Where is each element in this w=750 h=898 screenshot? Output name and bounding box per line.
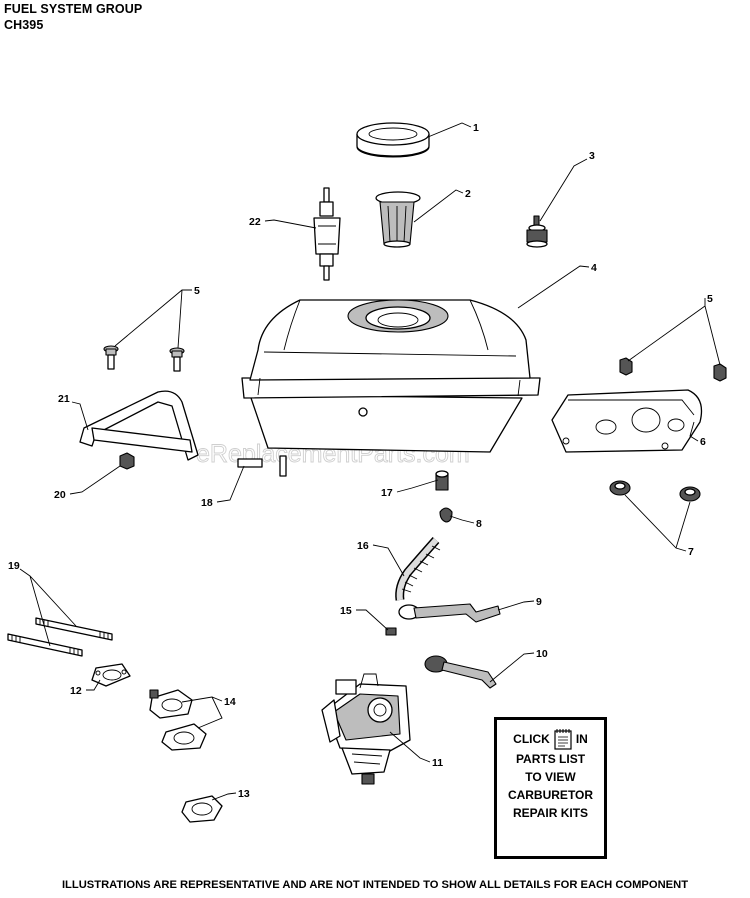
- click-box-line-5: REPAIR KITS: [512, 806, 589, 820]
- part-4-fuel-tank[interactable]: [241, 299, 541, 453]
- carburetor-repair-kits-link[interactable]: CLICK IN PARTS LIST TO VIEW CARBURETOR R…: [494, 717, 607, 859]
- part-7-isolators[interactable]: [609, 480, 701, 502]
- callout-numbers: 1 2 3 4 5 5 6 7 8 9 10 11 12 13 14 15 16…: [8, 122, 713, 800]
- callout-13: 13: [238, 788, 250, 800]
- callout-1: 1: [473, 122, 479, 134]
- callout-8: 8: [476, 518, 482, 530]
- leader-lines: [19, 122, 721, 801]
- callout-19: 19: [8, 560, 20, 572]
- part-21-tank-strap[interactable]: [79, 390, 199, 461]
- part-18-fitting[interactable]: [237, 455, 287, 477]
- callout-9: 9: [536, 596, 542, 608]
- callout-21: 21: [58, 393, 70, 405]
- part-1-fuel-cap[interactable]: [356, 122, 430, 158]
- callout-10: 10: [536, 648, 548, 660]
- callout-5-right: 5: [707, 293, 713, 305]
- callout-20: 20: [54, 489, 66, 501]
- part-3-vent-grommet[interactable]: [526, 215, 548, 248]
- callout-2: 2: [465, 188, 471, 200]
- part-10-choke-lever[interactable]: [424, 655, 497, 689]
- part-19-studs[interactable]: [7, 617, 113, 657]
- notebook-icon: [554, 729, 572, 750]
- callout-16: 16: [357, 540, 369, 552]
- in-label: IN: [575, 732, 588, 746]
- callout-18: 18: [201, 497, 213, 509]
- part-17-fuel-outlet[interactable]: [435, 470, 449, 491]
- part-6-tank-bracket[interactable]: [551, 389, 703, 453]
- callout-12: 12: [70, 685, 82, 697]
- part-12-gasket[interactable]: [91, 663, 131, 687]
- click-label: CLICK: [513, 732, 550, 746]
- part-8-hose-clamp[interactable]: [439, 507, 453, 523]
- part-5-bolts-left[interactable]: [103, 345, 185, 372]
- disclaimer-footer: ILLUSTRATIONS ARE REPRESENTATIVE AND ARE…: [61, 879, 689, 891]
- click-box-line-3: TO VIEW: [525, 770, 576, 784]
- callout-7: 7: [688, 546, 694, 558]
- part-16-fuel-line[interactable]: [395, 537, 441, 601]
- callout-14: 14: [224, 696, 236, 708]
- part-2-fuel-strainer[interactable]: [375, 191, 421, 248]
- part-11-carburetor[interactable]: [321, 673, 411, 785]
- callout-3: 3: [589, 150, 595, 162]
- click-box-line-4: CARBURETOR: [507, 788, 594, 802]
- part-22-fuel-filter[interactable]: [313, 187, 341, 281]
- model-number: CH395: [4, 18, 44, 32]
- part-5-nuts-right[interactable]: [619, 357, 727, 382]
- part-15-clip[interactable]: [385, 627, 397, 636]
- callout-17: 17: [381, 487, 393, 499]
- callout-22: 22: [249, 216, 261, 228]
- part-14-spacer-gaskets[interactable]: [149, 689, 207, 751]
- callout-4: 4: [591, 262, 597, 274]
- part-9-shutoff-lever[interactable]: [398, 603, 501, 623]
- callout-6: 6: [700, 436, 706, 448]
- callout-5-left: 5: [194, 285, 200, 297]
- callout-15: 15: [340, 605, 352, 617]
- part-20-nut[interactable]: [119, 452, 135, 470]
- callout-11: 11: [432, 757, 443, 769]
- click-box-line-2: PARTS LIST: [515, 752, 586, 766]
- page-title: FUEL SYSTEM GROUP: [4, 2, 143, 16]
- part-13-gasket[interactable]: [181, 795, 223, 823]
